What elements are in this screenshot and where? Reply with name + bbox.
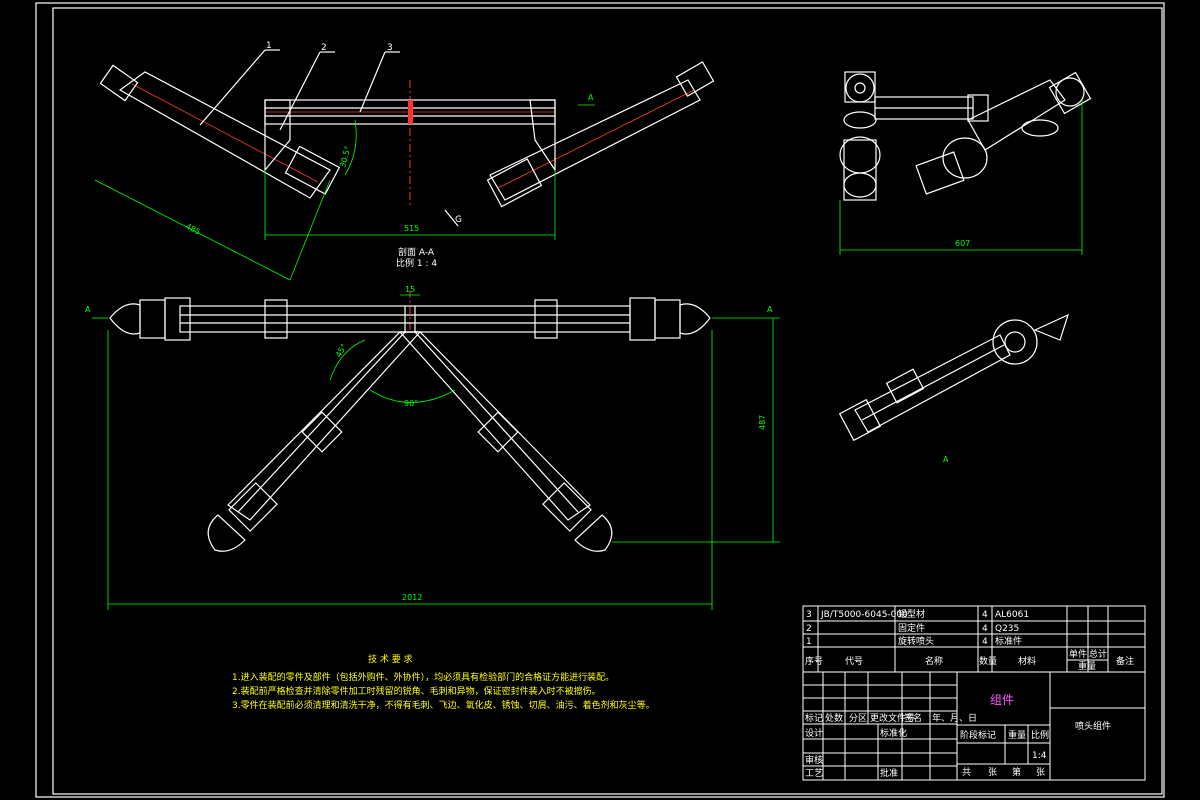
tb-label-stage: 阶段标记	[960, 729, 996, 741]
bom-header-code: 代号	[845, 656, 863, 667]
side-view: 607	[839, 71, 1092, 255]
tb-sheet: 张	[988, 767, 997, 778]
view-a-label: A	[943, 455, 949, 464]
section-right-arm	[489, 79, 701, 201]
tb-label-weight: 重量	[1008, 729, 1026, 741]
arrow-a-left: A	[85, 305, 91, 314]
bom-row-2-no: 2	[806, 624, 812, 634]
bom-header-no: 序号	[805, 655, 823, 667]
dim-plan-angle1: 45°	[334, 342, 349, 359]
plan-view: 15 45° 90° 487 2012 A A	[85, 285, 780, 610]
arrow-a-right: A	[767, 305, 773, 314]
tb-label-approve: 批准	[880, 767, 898, 779]
bom-row-1-name: 旋转喷头	[898, 635, 934, 647]
tb-label-design: 设计	[805, 727, 823, 739]
bom-row-1-qty: 4	[982, 637, 988, 647]
bom-row-3-qty: 4	[982, 610, 988, 620]
bom-row-3-name: 铝型材	[898, 608, 925, 620]
balloon-2: 2	[321, 43, 327, 53]
tb-sheet2: 张	[1036, 767, 1045, 778]
notes-title: 技 术 要 求	[368, 653, 413, 665]
section-view-a-a: 515 485 30.5° 1 2 3 A G 剖面 A-A 比例 1 : 4	[94, 41, 715, 281]
tb-label-std: 标准化	[880, 727, 907, 739]
arrow-a-top: A	[588, 93, 594, 102]
bom-header-remark: 备注	[1116, 655, 1134, 667]
note-2: 2.装配前严格检查并清除零件加工时残留的锐角、毛刺和异物，保证密封件装入时不被擦…	[232, 685, 601, 697]
bom-header-weight: 重量	[1078, 660, 1096, 672]
bom-header-qty: 数量	[979, 655, 997, 667]
section-label-line1: 剖面 A-A	[398, 246, 435, 258]
tb-label-zone: 分区	[849, 713, 867, 724]
dim-top-width: 515	[404, 224, 419, 233]
bom-row-2-qty: 4	[982, 624, 988, 634]
bom-row-1-material: 标准件	[995, 635, 1022, 647]
section-left-nozzle	[99, 64, 139, 102]
balloon-1: 1	[266, 41, 272, 51]
tb-assembly-name: 组件	[990, 693, 1014, 707]
sheet-outer-border	[35, 2, 1165, 798]
title-block: 标记 处数 分区 更改文件号 签名 年、月、日 设计 标准化 审核 工艺 批准 …	[802, 671, 1146, 781]
dim-plan-height: 487	[758, 415, 767, 430]
section-label-line2: 比例 1 : 4	[396, 257, 437, 269]
arrow-g: G	[455, 215, 462, 225]
bom-header-unit: 单件	[1069, 648, 1087, 660]
tb-label-review: 审核	[805, 754, 823, 766]
tb-label-process: 工艺	[805, 768, 823, 779]
bom-table: 3 JB/T5000-6045-000 铝型材 4 AL6061 2 固定件 4…	[802, 605, 1146, 673]
dim-plan-angle2: 90°	[404, 399, 418, 408]
section-left-arm	[118, 71, 331, 199]
dim-top-diag: 485	[184, 222, 202, 237]
bom-row-3-code: JB/T5000-6045-000	[820, 610, 908, 620]
note-3: 3.零件在装配前必须清理和清洗干净，不得有毛刺、飞边、氧化皮、锈蚀、切屑、油污、…	[232, 699, 655, 711]
bom-header-material: 材料	[1018, 655, 1036, 667]
tb-drawing-name: 喷头组件	[1075, 720, 1111, 732]
technical-notes: 技 术 要 求 1.进入装配的零件及部件（包括外购件、外协件），均必须具有检验部…	[232, 653, 655, 711]
dim-right-width: 607	[955, 239, 970, 248]
bom-header-total: 总计	[1089, 648, 1107, 660]
note-1: 1.进入装配的零件及部件（包括外购件、外协件），均必须具有检验部门的合格证方能进…	[232, 671, 614, 683]
sheet-inner-border	[52, 7, 1163, 795]
section-right-nozzle	[675, 61, 715, 97]
tb-label-sign: 签名	[904, 712, 922, 724]
bom-row-1-no: 1	[806, 637, 812, 647]
tb-sheet-total: 共	[962, 767, 971, 778]
tb-label-change: 更改文件号	[870, 712, 915, 724]
bom-header-name: 名称	[925, 655, 943, 667]
balloon-3: 3	[387, 43, 393, 53]
bom-row-2-name: 固定件	[898, 622, 925, 634]
tb-label-count: 处数	[825, 712, 843, 724]
dim-plan-width: 2012	[402, 593, 422, 602]
tb-label-mark: 标记	[805, 712, 823, 724]
bom-row-3-no: 3	[806, 610, 812, 620]
dim-plan-center: 15	[405, 285, 415, 294]
bom-row-2-material: Q235	[995, 624, 1019, 634]
tb-label-scale: 比例	[1031, 729, 1049, 741]
tb-scale-value: 1:4	[1032, 751, 1047, 761]
bom-row-3-material: AL6061	[995, 610, 1029, 620]
tb-label-date: 年、月、日	[932, 712, 977, 724]
tb-sheet-no: 第	[1012, 766, 1021, 778]
view-a: A	[838, 313, 1069, 464]
